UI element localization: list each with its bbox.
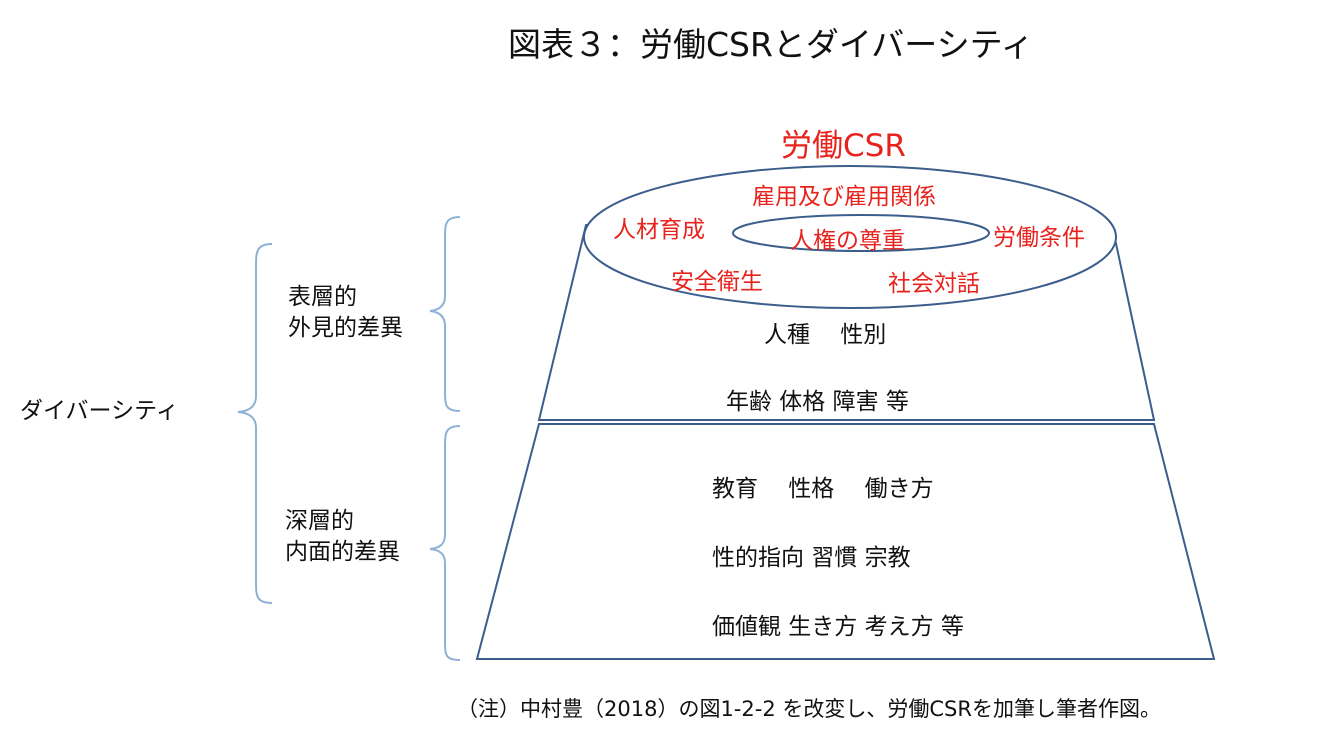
csr-working-conditions-label: 労働条件	[993, 225, 1085, 251]
deep-row-2: 性的指向 習慣 宗教	[712, 545, 911, 571]
surface-label-line-2: 外見的差異	[288, 315, 403, 341]
surface-row-2: 年齢 体格 障害 等	[726, 389, 909, 415]
csr-human-rights-label: 人権の尊重	[790, 228, 905, 254]
csr-social-dialogue-label: 社会対話	[888, 271, 980, 297]
deep-row-1: 教育 性格 働き方	[712, 476, 934, 502]
csr-inner-ellipse	[732, 214, 990, 252]
deep-label-line-2: 内面的差異	[285, 539, 400, 565]
surface-label-line-1: 表層的	[288, 284, 357, 310]
page-title: 図表３：労働CSRとダイバーシティ	[508, 25, 1034, 64]
csr-hr-development-label: 人材育成	[613, 217, 705, 243]
diversity-brace	[237, 243, 273, 604]
csr-outer-ellipse	[583, 165, 1117, 309]
surface-brace	[429, 216, 461, 412]
deep-brace	[429, 425, 461, 661]
csr-employment-label: 雇用及び雇用関係	[752, 184, 936, 210]
deep-label-line-1: 深層的	[285, 508, 354, 534]
deep-row-3: 価値観 生き方 考え方 等	[712, 614, 964, 640]
source-note: （注）中村豊（2018）の図1-2-2 を改変し、労働CSRを加筆し筆者作図。	[457, 697, 1161, 721]
surface-row-1: 人種 性別	[764, 322, 887, 348]
deep-trapezoid	[475, 423, 1216, 660]
csr-safety-health-label: 安全衛生	[671, 269, 763, 295]
surface-label: 表層的 外見的差異	[288, 282, 403, 344]
diversity-label: ダイバーシティ	[20, 398, 179, 424]
csr-title: 労働CSR	[781, 128, 906, 164]
deep-label: 深層的 内面的差異	[285, 506, 400, 568]
